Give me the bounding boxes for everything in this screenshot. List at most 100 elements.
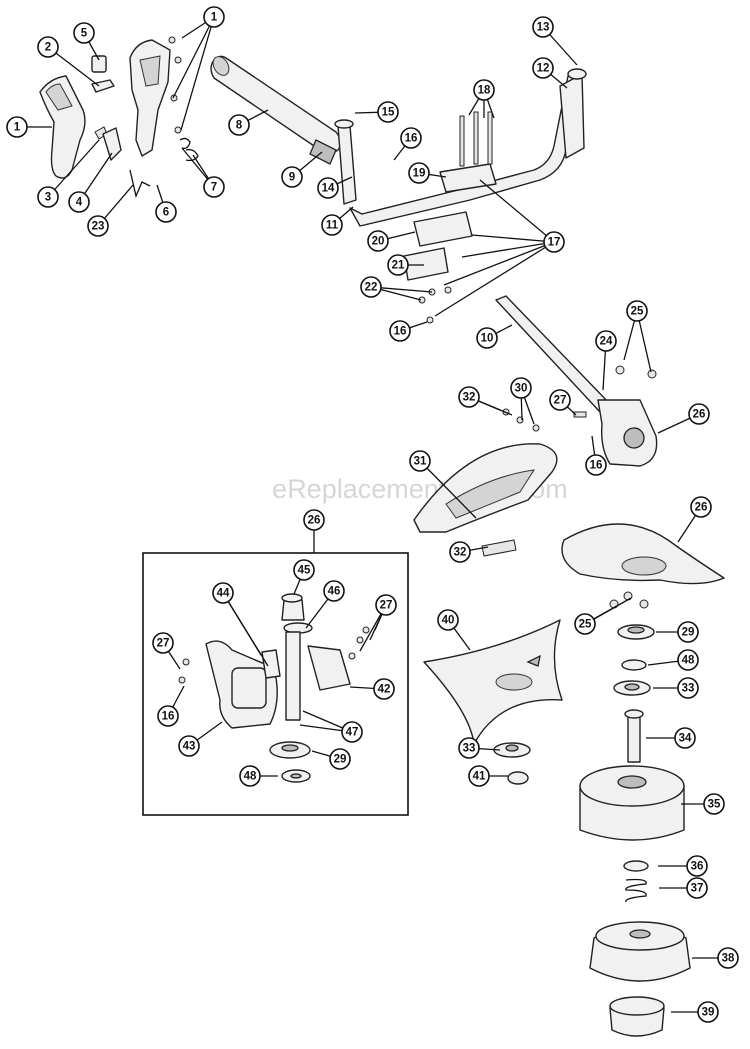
callout-c25a[interactable]: 25 bbox=[626, 300, 648, 322]
callout-c36[interactable]: 36 bbox=[686, 855, 708, 877]
callout-c32b[interactable]: 32 bbox=[449, 541, 471, 563]
callout-c34[interactable]: 34 bbox=[674, 727, 696, 749]
callout-c18[interactable]: 18 bbox=[473, 79, 495, 101]
callout-c44[interactable]: 44 bbox=[212, 582, 234, 604]
callout-circle-c32a bbox=[458, 386, 480, 408]
callout-c13[interactable]: 13 bbox=[532, 16, 554, 38]
callout-circle-c31 bbox=[409, 450, 431, 472]
callout-circle-c2 bbox=[37, 36, 59, 58]
callout-c3[interactable]: 3 bbox=[37, 186, 59, 208]
throttle-small-parts bbox=[91, 55, 122, 161]
callout-circle-c47 bbox=[341, 721, 363, 743]
callout-c33a[interactable]: 33 bbox=[677, 677, 699, 699]
callout-c23[interactable]: 23 bbox=[87, 215, 109, 237]
callout-label-c48b: 48 bbox=[244, 771, 257, 783]
callout-label-c46: 46 bbox=[328, 586, 341, 598]
callout-c46[interactable]: 46 bbox=[323, 580, 345, 602]
callout-c8[interactable]: 8 bbox=[228, 114, 250, 136]
leader-line-l1b3 bbox=[180, 16, 215, 131]
callout-label-c45: 45 bbox=[298, 565, 311, 577]
callout-label-c27b: 27 bbox=[380, 600, 393, 612]
callout-c16d[interactable]: 16 bbox=[157, 705, 179, 727]
callout-circle-c24 bbox=[595, 330, 617, 352]
handlebar bbox=[349, 68, 587, 227]
blade-shield-right bbox=[561, 523, 725, 585]
callout-c21[interactable]: 21 bbox=[387, 254, 409, 276]
callout-c5[interactable]: 5 bbox=[73, 22, 95, 44]
callout-c42[interactable]: 42 bbox=[373, 678, 395, 700]
callout-c45[interactable]: 45 bbox=[293, 559, 315, 581]
callout-c25b[interactable]: 25 bbox=[574, 613, 596, 635]
callout-c10[interactable]: 10 bbox=[476, 327, 498, 349]
callout-c40[interactable]: 40 bbox=[437, 609, 459, 631]
callout-label-c30: 30 bbox=[515, 383, 528, 395]
callout-circle-c20 bbox=[367, 230, 389, 252]
callout-circle-c29b bbox=[329, 748, 351, 770]
trimmer-spool bbox=[589, 921, 691, 982]
callout-c11[interactable]: 11 bbox=[321, 214, 343, 236]
callout-c43[interactable]: 43 bbox=[178, 735, 200, 757]
callout-circle-c37 bbox=[686, 877, 708, 899]
callout-c27c[interactable]: 27 bbox=[152, 632, 174, 654]
callout-c20[interactable]: 20 bbox=[367, 230, 389, 252]
callout-c47[interactable]: 47 bbox=[341, 721, 363, 743]
callout-c6[interactable]: 6 bbox=[155, 201, 177, 223]
callout-c37[interactable]: 37 bbox=[686, 877, 708, 899]
callout-label-c16b: 16 bbox=[394, 326, 407, 338]
callout-label-c1b: 1 bbox=[211, 12, 218, 24]
callout-c35[interactable]: 35 bbox=[703, 793, 725, 815]
callout-c30[interactable]: 30 bbox=[510, 377, 532, 399]
callout-c4[interactable]: 4 bbox=[68, 191, 90, 213]
callout-c2[interactable]: 2 bbox=[37, 36, 59, 58]
callout-label-c25a: 25 bbox=[631, 306, 644, 318]
callout-c24[interactable]: 24 bbox=[595, 330, 617, 352]
blade-guard-shield bbox=[413, 443, 558, 557]
callout-label-c7: 7 bbox=[211, 182, 217, 194]
callout-c39[interactable]: 39 bbox=[697, 1001, 719, 1023]
callout-c33b[interactable]: 33 bbox=[458, 737, 480, 759]
callout-circle-c33a bbox=[677, 677, 699, 699]
callout-c41[interactable]: 41 bbox=[468, 765, 490, 787]
leader-line-l44b bbox=[222, 592, 269, 667]
callout-label-c40: 40 bbox=[442, 615, 455, 627]
callout-circle-c27b bbox=[375, 594, 397, 616]
callout-c27a[interactable]: 27 bbox=[549, 389, 571, 411]
callout-c1a[interactable]: 1 bbox=[6, 116, 28, 138]
callout-circle-c27a bbox=[549, 389, 571, 411]
callout-c22[interactable]: 22 bbox=[360, 276, 382, 298]
callout-label-c36: 36 bbox=[691, 861, 704, 873]
callout-c9[interactable]: 9 bbox=[281, 166, 303, 188]
callout-c27b[interactable]: 27 bbox=[375, 594, 397, 616]
callout-c31[interactable]: 31 bbox=[409, 450, 431, 472]
callout-circle-c11 bbox=[321, 214, 343, 236]
callout-c38[interactable]: 38 bbox=[717, 947, 739, 969]
callout-circle-c17 bbox=[543, 231, 565, 253]
callout-label-c29a: 29 bbox=[682, 627, 695, 639]
callout-c29b[interactable]: 29 bbox=[329, 748, 351, 770]
callout-c48a[interactable]: 48 bbox=[677, 649, 699, 671]
callout-c14[interactable]: 14 bbox=[317, 177, 339, 199]
callout-c26b[interactable]: 26 bbox=[690, 496, 712, 518]
leader-line-l17e bbox=[434, 241, 555, 317]
callout-c26a[interactable]: 26 bbox=[688, 403, 710, 425]
callout-circle-c48a bbox=[677, 649, 699, 671]
callout-circle-c1b bbox=[203, 6, 225, 28]
callout-c19[interactable]: 19 bbox=[408, 162, 430, 184]
callout-c16b[interactable]: 16 bbox=[389, 320, 411, 342]
callout-c29a[interactable]: 29 bbox=[677, 621, 699, 643]
callout-label-c25b: 25 bbox=[579, 619, 592, 631]
callout-c16a[interactable]: 16 bbox=[400, 127, 422, 149]
callout-c12[interactable]: 12 bbox=[532, 57, 554, 79]
callout-label-c26a: 26 bbox=[693, 409, 706, 421]
callout-c7[interactable]: 7 bbox=[203, 176, 225, 198]
grip-handle-left bbox=[39, 75, 86, 179]
callout-c1b[interactable]: 1 bbox=[203, 6, 225, 28]
callout-c17[interactable]: 17 bbox=[543, 231, 565, 253]
callout-c48b[interactable]: 48 bbox=[239, 765, 261, 787]
callout-c16c[interactable]: 16 bbox=[585, 454, 607, 476]
callout-c26c[interactable]: 26 bbox=[303, 509, 325, 531]
callout-circle-c4 bbox=[68, 191, 90, 213]
callout-c15[interactable]: 15 bbox=[377, 101, 399, 123]
callout-c32a[interactable]: 32 bbox=[458, 386, 480, 408]
